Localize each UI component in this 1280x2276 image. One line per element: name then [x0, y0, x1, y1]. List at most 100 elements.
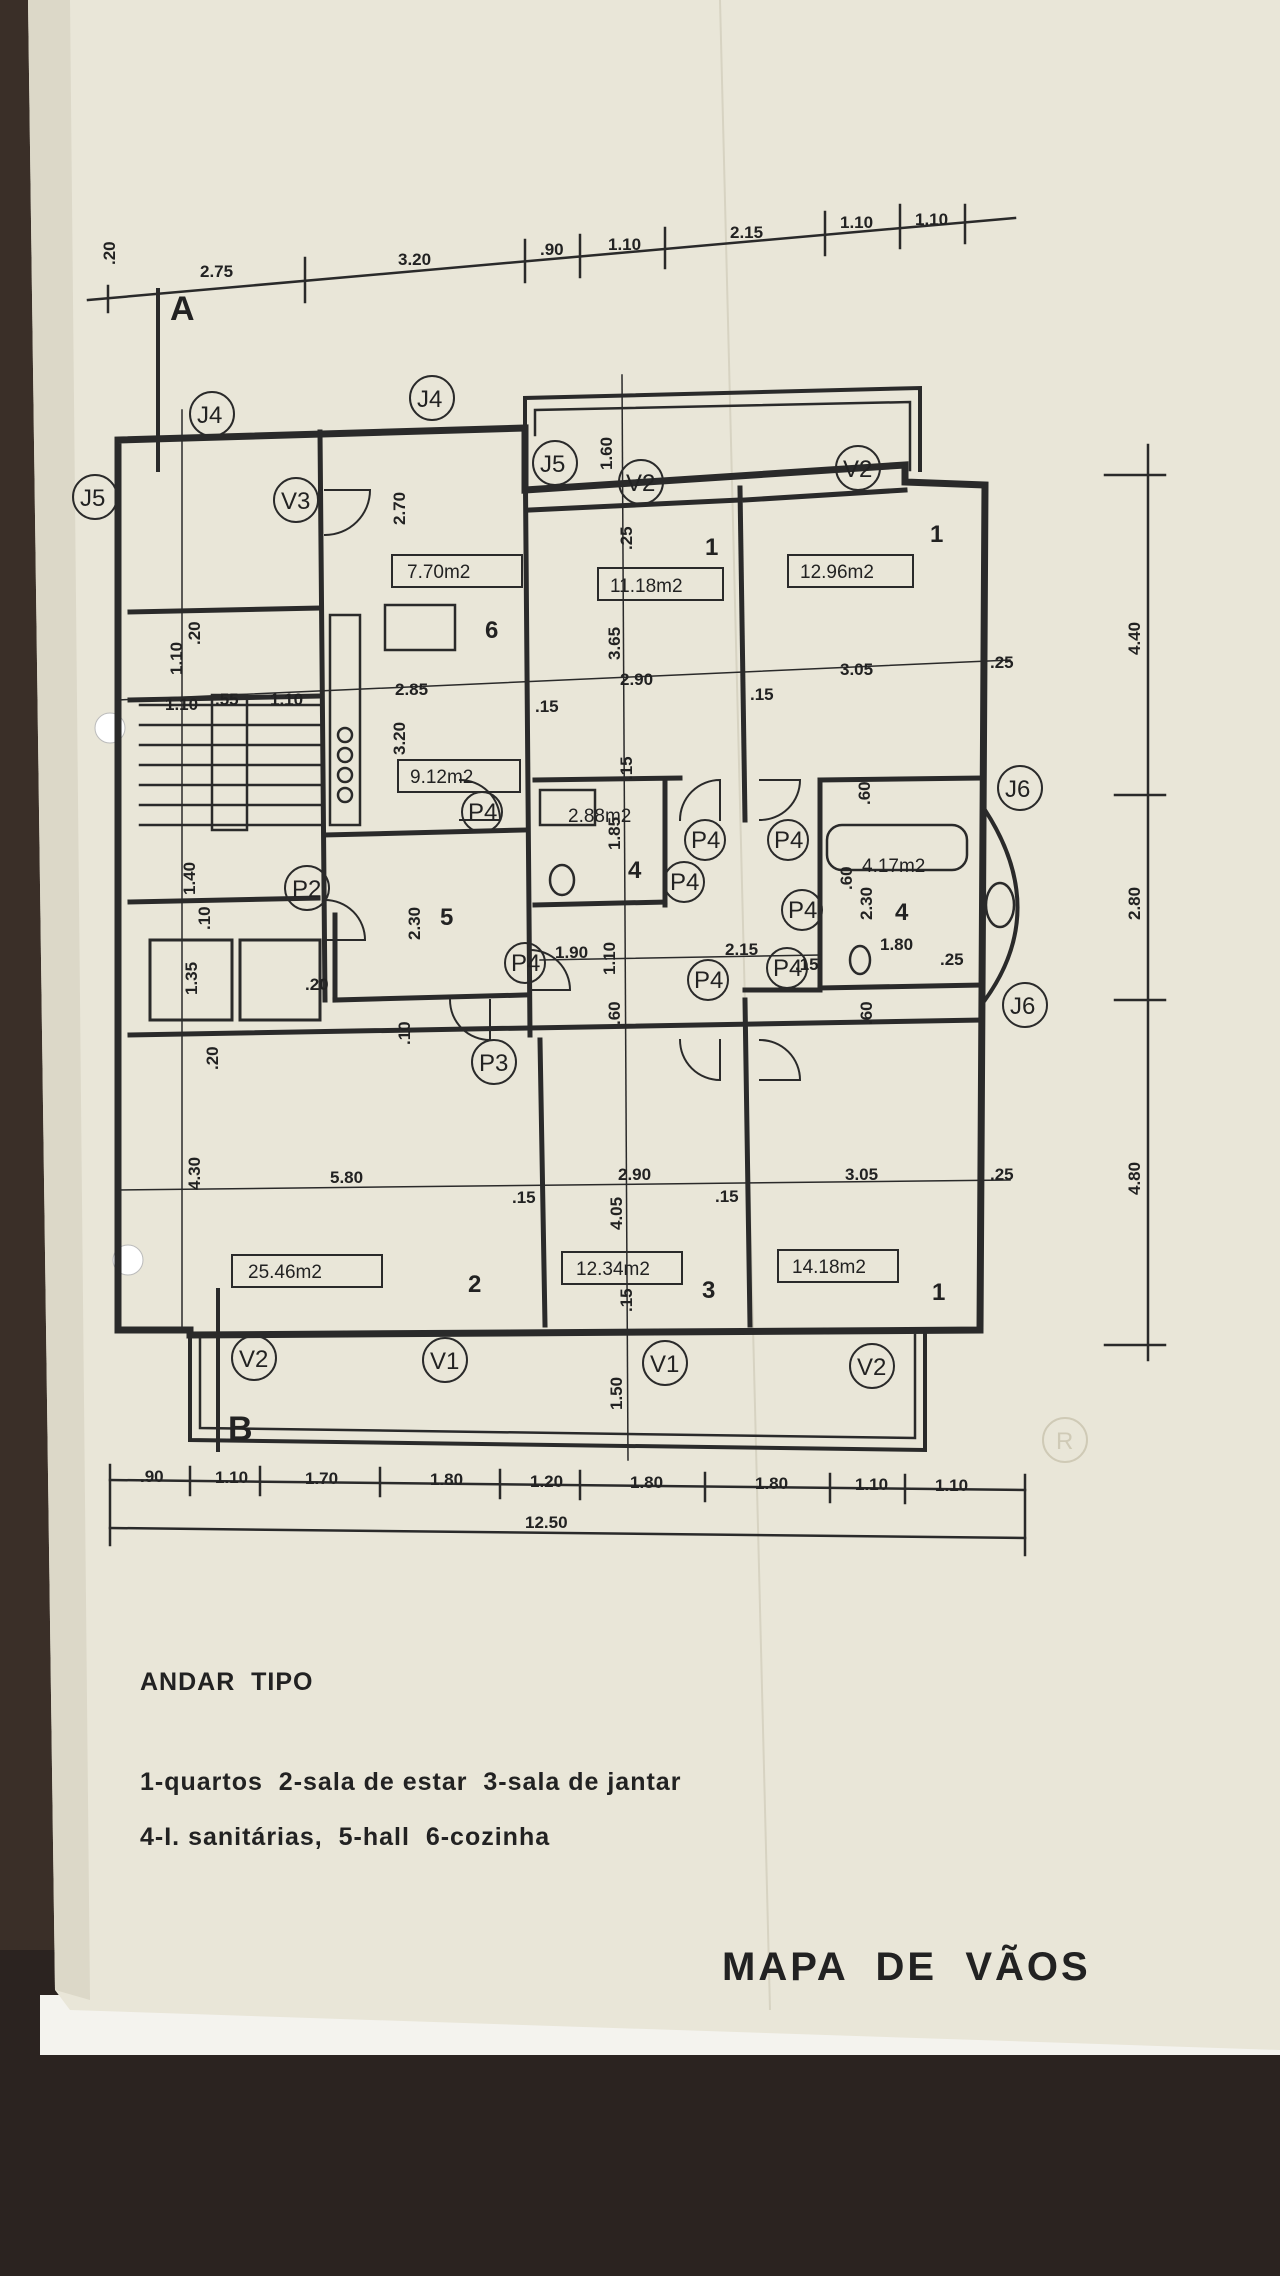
area-bedroom-c: 14.18m2 [792, 1257, 866, 1278]
area-kitchen-top: 7.70m2 [407, 562, 470, 583]
dim-interior: .10 [395, 1021, 414, 1045]
dim-top: .90 [540, 240, 564, 259]
dim-interior: 1.10 [167, 642, 186, 675]
dim-bottom: 1.70 [305, 1469, 338, 1488]
tag-p4: P4 [694, 967, 723, 994]
tag-j6: J6 [1010, 993, 1035, 1020]
dim-interior: .60 [855, 781, 874, 805]
dim-right: 4.40 [1125, 622, 1144, 655]
dim-interior: 3.20 [390, 722, 409, 755]
dim-bottom: .90 [140, 1467, 164, 1486]
tag-j5: J5 [540, 451, 565, 478]
tag-p3: P3 [479, 1050, 508, 1077]
dim-interior: 1.10 [165, 695, 198, 714]
tag-p4: P4 [774, 827, 803, 854]
dim-interior: .20 [185, 621, 204, 645]
dim-right: 2.80 [1125, 887, 1144, 920]
section-mark-b: B [228, 1410, 253, 1448]
dim-interior: .15 [750, 685, 774, 704]
area-dining: 12.34m2 [576, 1259, 650, 1280]
dim-top: 2.75 [200, 262, 233, 281]
dim-bottom: 1.10 [215, 1468, 248, 1487]
dim-interior: .15 [617, 1288, 636, 1312]
area-living: 25.46m2 [248, 1262, 322, 1283]
floor-title: ANDAR TIPO [140, 1668, 314, 1696]
dim-interior: 4.30 [185, 1157, 204, 1190]
dim-interior: .60 [857, 1001, 876, 1025]
dim-interior: .25 [990, 1165, 1014, 1184]
dim-interior: 4.05 [607, 1197, 626, 1230]
legend-line: 4-I. sanitárias, 5-hall 6-cozinha [140, 1823, 550, 1851]
tag-p4: P4 [788, 897, 817, 924]
dim-interior: 1.10 [270, 690, 303, 709]
dim-interior: .55 [215, 690, 239, 709]
tag-j4: J4 [417, 386, 442, 413]
dim-interior: 1.85 [605, 817, 624, 850]
dim-bottom: 1.20 [530, 1472, 563, 1491]
tag-p4: P4 [691, 827, 720, 854]
dim-interior: .10 [195, 906, 214, 930]
area-kitchen-bottom: 9.12m2 [410, 767, 473, 788]
legend-line: 1-quartos 2-sala de estar 3-sala de jant… [140, 1768, 681, 1796]
sheet-title: MAPA DE VÃOS [722, 1943, 1091, 1989]
room-number: 2 [468, 1271, 481, 1298]
tag-j6: J6 [1005, 776, 1030, 803]
dim-top: 1.10 [840, 213, 873, 232]
dim-interior: 1.80 [880, 935, 913, 954]
dim-interior: .60 [605, 1001, 624, 1025]
area-bath-left: 2.88m2 [568, 806, 631, 827]
dim-interior: 1.50 [607, 1377, 626, 1410]
tag-p2: P2 [292, 876, 321, 903]
dim-top: 2.15 [730, 223, 763, 242]
dim-interior: 2.30 [857, 887, 876, 920]
dim-bottom: 1.10 [855, 1475, 888, 1494]
room-number: 4 [895, 899, 909, 926]
room-number: 1 [932, 1279, 945, 1306]
room-number: 5 [440, 904, 453, 931]
area-bedroom-b: 12.96m2 [800, 562, 874, 583]
section-mark-a: A [170, 290, 195, 328]
dim-interior: 1.60 [597, 437, 616, 470]
dim-interior: 2.90 [618, 1165, 651, 1184]
dim-interior: .25 [990, 653, 1014, 672]
stamp-mark: R [1056, 1428, 1073, 1455]
dim-interior: .15 [795, 955, 819, 974]
room-number: 1 [930, 521, 943, 548]
area-bedroom-a: 11.18m2 [610, 576, 683, 597]
dim-overall-width: 12.50 [525, 1513, 568, 1532]
tag-v2: V2 [239, 1346, 268, 1373]
tag-p4: P4 [773, 955, 802, 982]
room-number: 6 [485, 617, 498, 644]
dim-interior: 1.40 [180, 862, 199, 895]
dim-interior: 2.90 [620, 670, 653, 689]
dim-interior: 1.10 [600, 942, 619, 975]
dim-interior: .20 [203, 1046, 222, 1070]
dim-interior: .25 [617, 526, 636, 550]
dim-interior: .15 [512, 1188, 536, 1207]
tag-v3: V3 [281, 488, 310, 515]
dim-top: 3.20 [398, 250, 431, 269]
dim-interior: 3.05 [840, 660, 873, 679]
area-bath-right: 4.17m2 [862, 856, 925, 877]
room-number: 4 [628, 857, 642, 884]
dim-interior: 5.80 [330, 1168, 363, 1187]
tag-v1: V1 [430, 1348, 459, 1375]
dim-interior: 1.90 [555, 943, 588, 962]
dim-interior: .15 [535, 697, 559, 716]
dim-top-left-small: .20 [100, 241, 119, 265]
dim-interior: .25 [940, 950, 964, 969]
dim-bottom: 1.10 [935, 1476, 968, 1495]
dim-interior: 2.85 [395, 680, 428, 699]
dim-bottom: 1.80 [630, 1473, 663, 1492]
tag-j5: J5 [80, 485, 105, 512]
tag-p4: P4 [670, 869, 699, 896]
dim-interior: 2.15 [725, 940, 758, 959]
dim-top: 1.10 [915, 210, 948, 229]
dim-bottom: 1.80 [430, 1470, 463, 1489]
tag-j4: J4 [197, 402, 222, 429]
dim-interior: 2.30 [405, 907, 424, 940]
tag-v1: V1 [650, 1351, 679, 1378]
tag-p4: P4 [511, 950, 540, 977]
tag-v2: V2 [626, 470, 655, 497]
